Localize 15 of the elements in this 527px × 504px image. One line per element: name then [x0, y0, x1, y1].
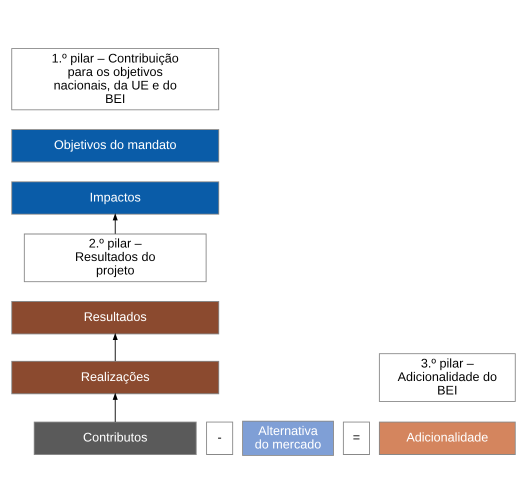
node-box: Impactos: [11, 181, 220, 215]
node-box: 3.º pilar – Adicionalidade do BEI: [378, 353, 516, 402]
arrow: [112, 213, 118, 234]
node-box: 2.º pilar – Resultados do projeto: [24, 234, 207, 282]
node-box: Realizações: [11, 360, 220, 394]
node-box: Resultados: [11, 301, 220, 334]
node-box: Contributos: [34, 422, 197, 455]
node-box: 1.º pilar – Contribuição para os objetivos nacionais, da UE e do BEI: [11, 48, 220, 110]
node-box: Adicionalidade: [378, 422, 516, 455]
node-box: Alternativa do mercado: [242, 420, 334, 456]
node-box: -: [206, 422, 234, 455]
node-box: =: [342, 422, 370, 455]
arrow: [112, 392, 118, 422]
arrow: [112, 332, 118, 362]
node-box: Objetivos do mandato: [11, 129, 220, 162]
